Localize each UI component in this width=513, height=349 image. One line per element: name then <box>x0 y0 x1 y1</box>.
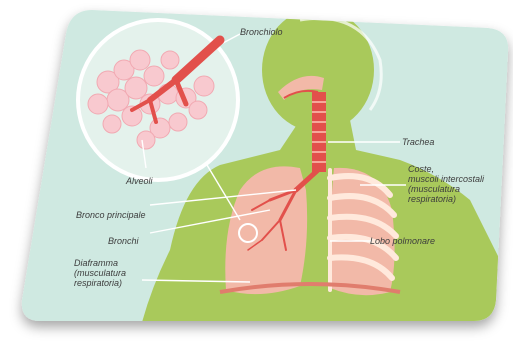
label-bronchiolo: Bronchiolo <box>240 27 283 37</box>
label-bronco-principale: Bronco principale <box>76 210 146 220</box>
label-lobo-polmonare: Lobo polmonare <box>370 236 435 246</box>
alveoli-inset <box>78 20 238 180</box>
label-alveoli: Alveoli <box>126 176 153 186</box>
label-trachea: Trachea <box>402 137 434 147</box>
label-bronchi: Bronchi <box>108 236 139 246</box>
trachea <box>312 92 326 172</box>
label-coste: Coste, muscoli intercostali (musculatura… <box>408 164 484 204</box>
label-diaframma: Diaframma (musculatura respiratoria) <box>74 258 126 288</box>
